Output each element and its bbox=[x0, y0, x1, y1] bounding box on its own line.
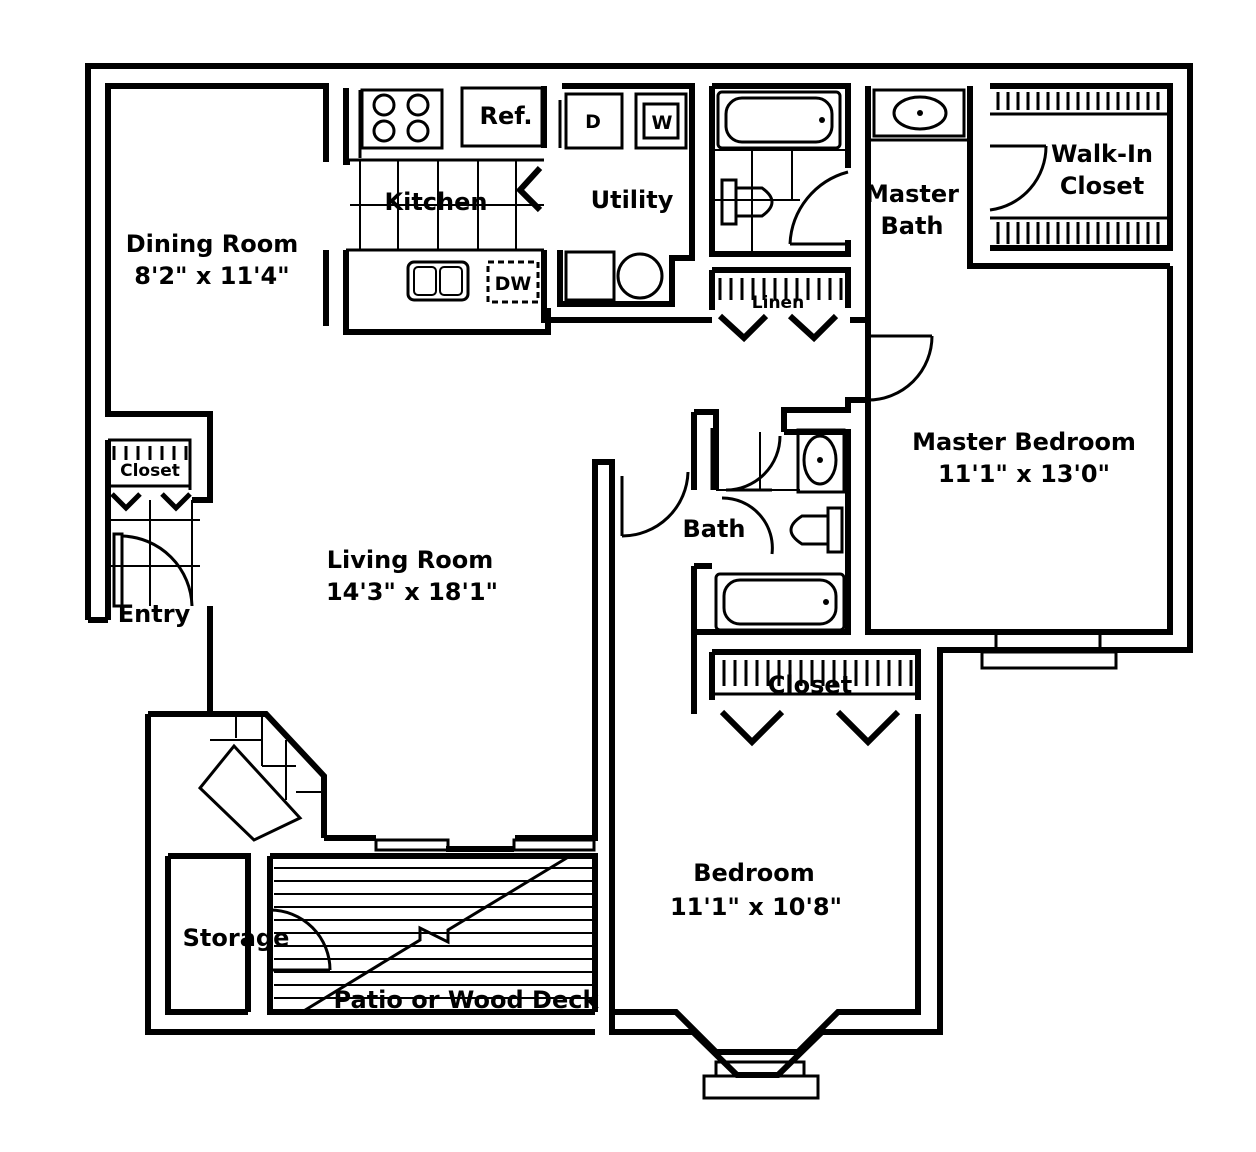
stove bbox=[360, 88, 444, 150]
living-room-name: Living Room bbox=[327, 546, 493, 574]
master-bath-name-line1: Master bbox=[865, 180, 959, 208]
bedroom-closet-name: Closet bbox=[768, 671, 852, 699]
master-sink bbox=[872, 88, 966, 138]
bath-name: Bath bbox=[682, 515, 745, 543]
walk-in-closet-name-line1: Walk-In bbox=[1051, 140, 1153, 168]
patio-break-line bbox=[301, 854, 571, 1014]
bedroom-closet bbox=[612, 632, 921, 1055]
utility-name: Utility bbox=[591, 186, 674, 214]
bedroom-size: 11'1" x 10'8" bbox=[670, 893, 842, 921]
washer-label: W bbox=[652, 112, 673, 134]
master-bath-walls bbox=[709, 83, 1173, 323]
patio-slider bbox=[324, 835, 596, 852]
room-labels: Dining Room 8'2" x 11'4" Kitchen Ref. DW… bbox=[118, 102, 1153, 1014]
kitchen-tile-grid bbox=[350, 160, 544, 250]
storage-name: Storage bbox=[183, 924, 290, 952]
master-bedroom-name: Master Bedroom bbox=[912, 428, 1136, 456]
patio-name: Patio or Wood Deck bbox=[334, 986, 600, 1014]
walk-in-closet-rods bbox=[990, 92, 1170, 244]
washer bbox=[634, 92, 688, 150]
utility-walls bbox=[557, 83, 695, 307]
refrigerator bbox=[460, 86, 544, 148]
kitchen-sink bbox=[406, 260, 470, 302]
kitchen-door-chevron bbox=[515, 165, 543, 213]
entry-closet bbox=[108, 438, 192, 512]
refrigerator-label: Ref. bbox=[479, 102, 532, 130]
entry-door-arc bbox=[112, 532, 194, 608]
hall-bath-door-arc bbox=[620, 435, 782, 555]
entry-closet-name: Closet bbox=[120, 461, 180, 481]
dishwasher bbox=[486, 260, 540, 304]
master-toilet bbox=[720, 178, 774, 226]
hall-tub bbox=[714, 572, 846, 632]
walk-in-closet-name-line2: Closet bbox=[1060, 172, 1144, 200]
walk-in-closet-door-arc bbox=[989, 144, 1048, 212]
dryer-label: D bbox=[585, 111, 601, 133]
master-tile-grid bbox=[712, 149, 848, 254]
kitchen-name: Kitchen bbox=[385, 188, 488, 216]
dryer bbox=[564, 92, 624, 150]
master-bath-door-arc bbox=[788, 170, 849, 246]
master-bedroom-window bbox=[980, 630, 1118, 670]
bedroom-name: Bedroom bbox=[693, 859, 815, 887]
kitchen-walls bbox=[323, 86, 712, 335]
water-heater bbox=[564, 250, 664, 302]
hall-sink bbox=[796, 428, 846, 494]
hall-bath-walls bbox=[691, 409, 851, 635]
master-bedroom-size: 11'1" x 13'0" bbox=[938, 460, 1110, 488]
living-room-size: 14'3" x 18'1" bbox=[326, 578, 498, 606]
linen-name: Linen bbox=[752, 293, 804, 313]
dining-room-name: Dining Room bbox=[126, 230, 299, 258]
dining-room-size: 8'2" x 11'4" bbox=[134, 262, 289, 290]
entry-name: Entry bbox=[118, 600, 191, 628]
fireplace bbox=[197, 711, 327, 842]
master-tub bbox=[716, 90, 842, 150]
master-bath-name-line2: Bath bbox=[880, 212, 943, 240]
dishwasher-label: DW bbox=[495, 273, 532, 295]
linen-closet bbox=[709, 267, 851, 343]
hall-toilet bbox=[789, 506, 844, 554]
hall-bath-tile-grid bbox=[716, 432, 800, 491]
bedroom-window bbox=[702, 1060, 820, 1100]
